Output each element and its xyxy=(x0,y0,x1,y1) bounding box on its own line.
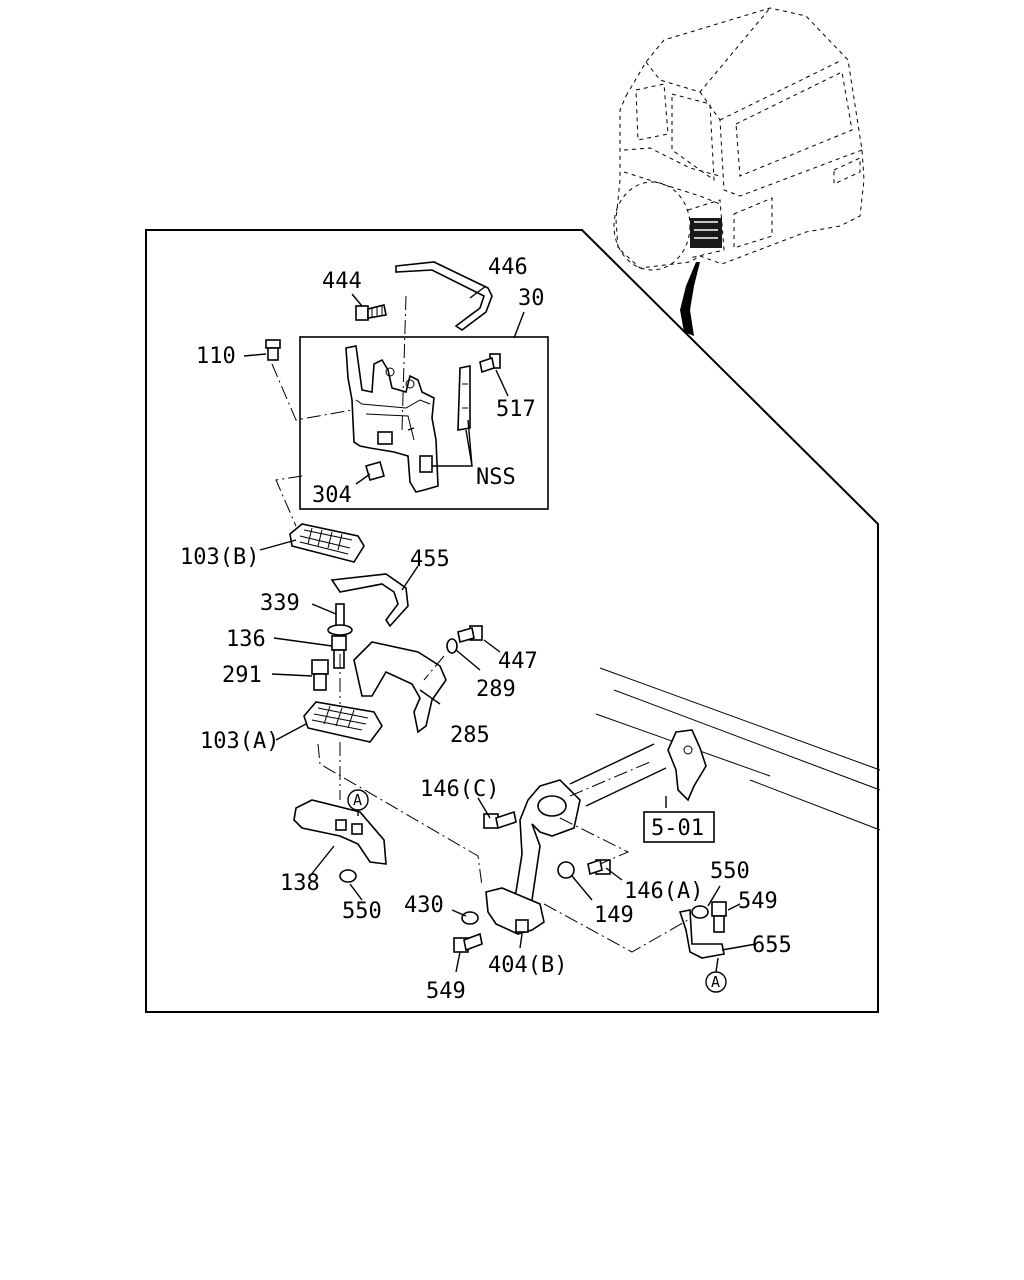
label-446: 446 xyxy=(488,255,528,280)
label-289: 289 xyxy=(476,677,516,702)
ref-marker-a-right: A xyxy=(705,971,727,993)
label-550-right: 550 xyxy=(710,859,750,884)
step-cover-138 xyxy=(293,799,387,865)
label-404B: 404(B) xyxy=(488,953,567,978)
washer-289 xyxy=(446,638,458,654)
label-444: 444 xyxy=(322,269,362,294)
ref-marker-a-left: A xyxy=(347,789,369,811)
assembly-box-30 xyxy=(299,336,549,510)
label-136: 136 xyxy=(226,627,266,652)
bolt-146A xyxy=(587,858,611,876)
truck-cab-illustration xyxy=(613,7,865,336)
label-549-left: 549 xyxy=(426,979,466,1004)
label-nss: NSS xyxy=(476,465,516,490)
bolt-517 xyxy=(479,353,501,374)
label-146C: 146(C) xyxy=(420,777,499,802)
bolt-291 xyxy=(311,659,329,691)
bolt-146C xyxy=(483,810,517,830)
label-550-lower: 550 xyxy=(342,899,382,924)
pin-339 xyxy=(327,603,353,636)
bracket-assembly xyxy=(345,345,473,493)
nut-149 xyxy=(557,861,575,879)
label-285: 285 xyxy=(450,723,490,748)
bolt-447 xyxy=(457,625,483,644)
phantom-lines xyxy=(271,295,689,953)
bracket-655 xyxy=(678,909,725,959)
svg-text:A: A xyxy=(353,791,362,809)
label-430: 430 xyxy=(404,893,444,918)
bolt-110 xyxy=(265,339,281,361)
label-304: 304 xyxy=(312,483,352,508)
label-5-01: 5-01 xyxy=(651,816,704,841)
bracket-455 xyxy=(330,573,409,628)
nut-550-right xyxy=(691,905,709,919)
label-30: 30 xyxy=(518,286,545,311)
diagram-frame xyxy=(145,229,879,1013)
chassis-frame xyxy=(569,667,881,831)
label-146A: 146(A) xyxy=(624,879,703,904)
label-655: 655 xyxy=(752,933,792,958)
ref-box-5-01 xyxy=(643,811,715,843)
bolt-549-right xyxy=(711,901,727,933)
label-549-right: 549 xyxy=(738,889,778,914)
label-339: 339 xyxy=(260,591,300,616)
bolt-549-left xyxy=(453,932,483,953)
label-110: 110 xyxy=(196,344,236,369)
washer-430 xyxy=(461,911,479,925)
label-138: 138 xyxy=(280,871,320,896)
leader-lines xyxy=(243,285,757,973)
svg-text:A: A xyxy=(711,973,720,991)
bolt-136 xyxy=(331,635,347,669)
rod-446 xyxy=(395,261,493,331)
label-447: 447 xyxy=(498,649,538,674)
mount-404B xyxy=(485,779,581,935)
label-291: 291 xyxy=(222,663,262,688)
nut-550-lower xyxy=(339,869,357,883)
step-103A xyxy=(303,701,383,743)
label-103B: 103(B) xyxy=(180,545,259,570)
bolt-444 xyxy=(355,304,387,321)
bracket-285 xyxy=(353,641,447,734)
label-455: 455 xyxy=(410,547,450,572)
step-103B xyxy=(289,523,365,563)
label-517: 517 xyxy=(496,397,536,422)
label-149: 149 xyxy=(594,903,634,928)
label-103A: 103(A) xyxy=(200,729,279,754)
